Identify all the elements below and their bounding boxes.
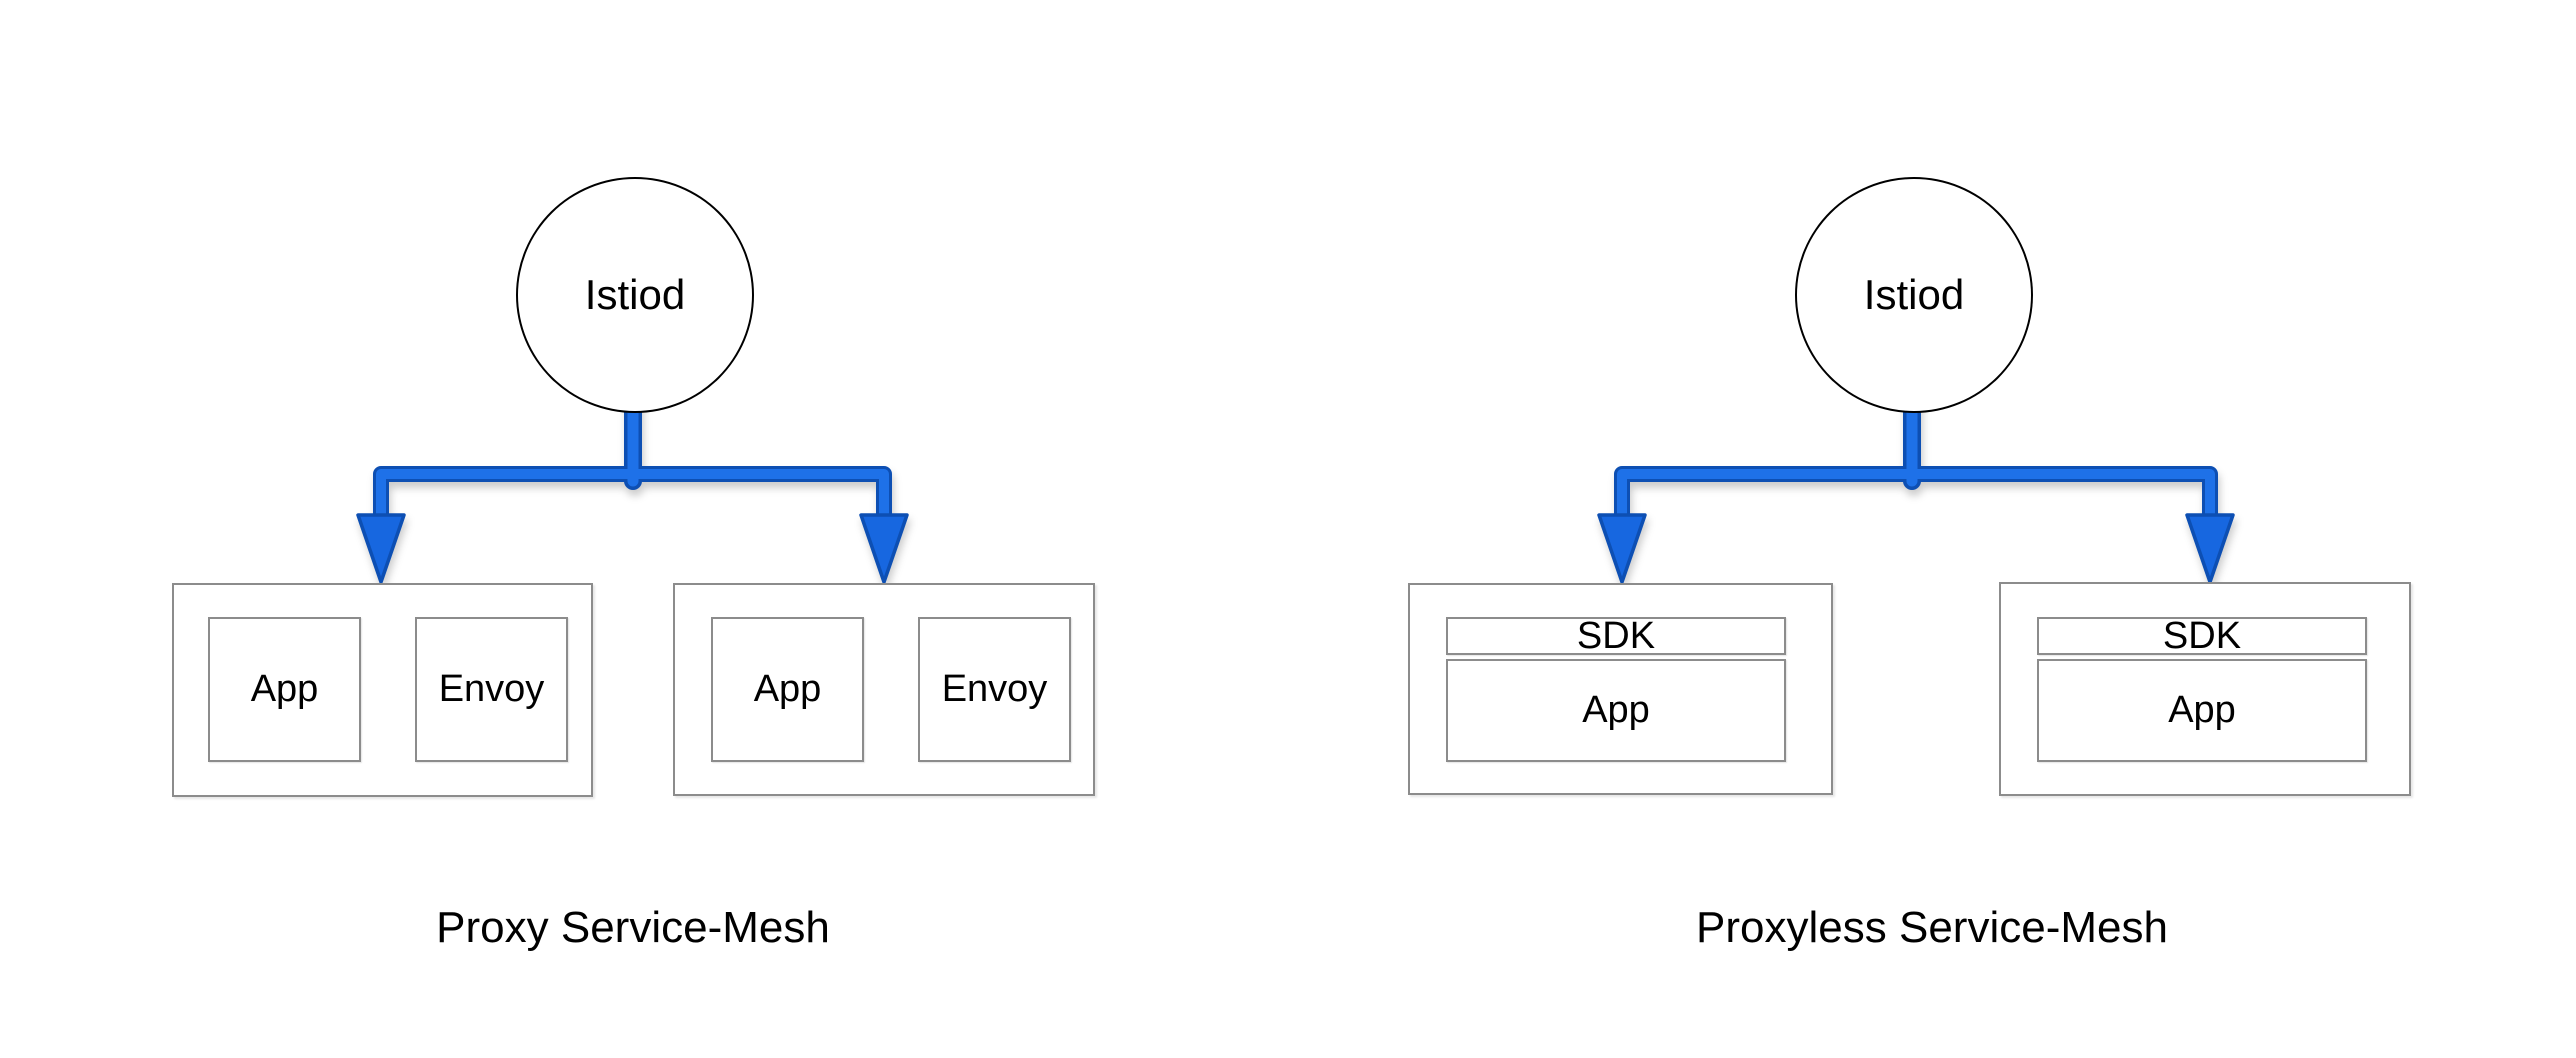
envoy-container-box: Envoy <box>918 617 1071 762</box>
pod-box: SDK App <box>1999 582 2411 796</box>
sdk-label: SDK <box>2162 614 2242 657</box>
istiod-node: Istiod <box>516 177 754 413</box>
envoy-container-box: Envoy <box>415 617 568 762</box>
connector-bar-highlight <box>376 469 889 526</box>
sdk-container-box: SDK <box>2037 614 2367 657</box>
arrow-down-icon <box>356 513 406 584</box>
container-stack: SDK App <box>2037 614 2367 762</box>
app-container-box: App <box>2037 659 2367 762</box>
app-label: App <box>250 668 319 710</box>
container-stack: SDK App <box>1446 614 1786 762</box>
app-container-box: App <box>208 617 361 762</box>
arrow-down-icon <box>2185 513 2235 584</box>
diagram-caption: Proxy Service-Mesh <box>436 903 830 952</box>
arrow-down-icon <box>859 513 909 584</box>
arrow-down-icon <box>1597 513 1647 584</box>
istiod-label: Istiod <box>584 271 686 318</box>
istiod-node: Istiod <box>1795 177 2033 413</box>
app-label: App <box>753 668 822 710</box>
app-label: App <box>1582 689 1650 731</box>
app-container-box: App <box>711 617 864 762</box>
istiod-label: Istiod <box>1863 271 1965 318</box>
proxy-connector <box>356 393 909 584</box>
envoy-label: Envoy <box>438 668 545 710</box>
pod-box: App Envoy <box>172 583 593 797</box>
connector-bar <box>373 466 892 529</box>
app-container-box: App <box>1446 659 1786 762</box>
sdk-label: SDK <box>1576 614 1656 657</box>
envoy-label: Envoy <box>941 668 1048 710</box>
connector-bar-highlight <box>1617 469 2215 526</box>
sdk-container-box: SDK <box>1446 614 1786 657</box>
app-label: App <box>2168 689 2236 731</box>
diagram-caption: Proxyless Service-Mesh <box>1696 903 2168 952</box>
proxyless-connector <box>1597 392 2235 584</box>
pod-box: App Envoy <box>673 583 1095 796</box>
connector-bar <box>1614 466 2218 529</box>
pod-box: SDK App <box>1408 583 1833 795</box>
